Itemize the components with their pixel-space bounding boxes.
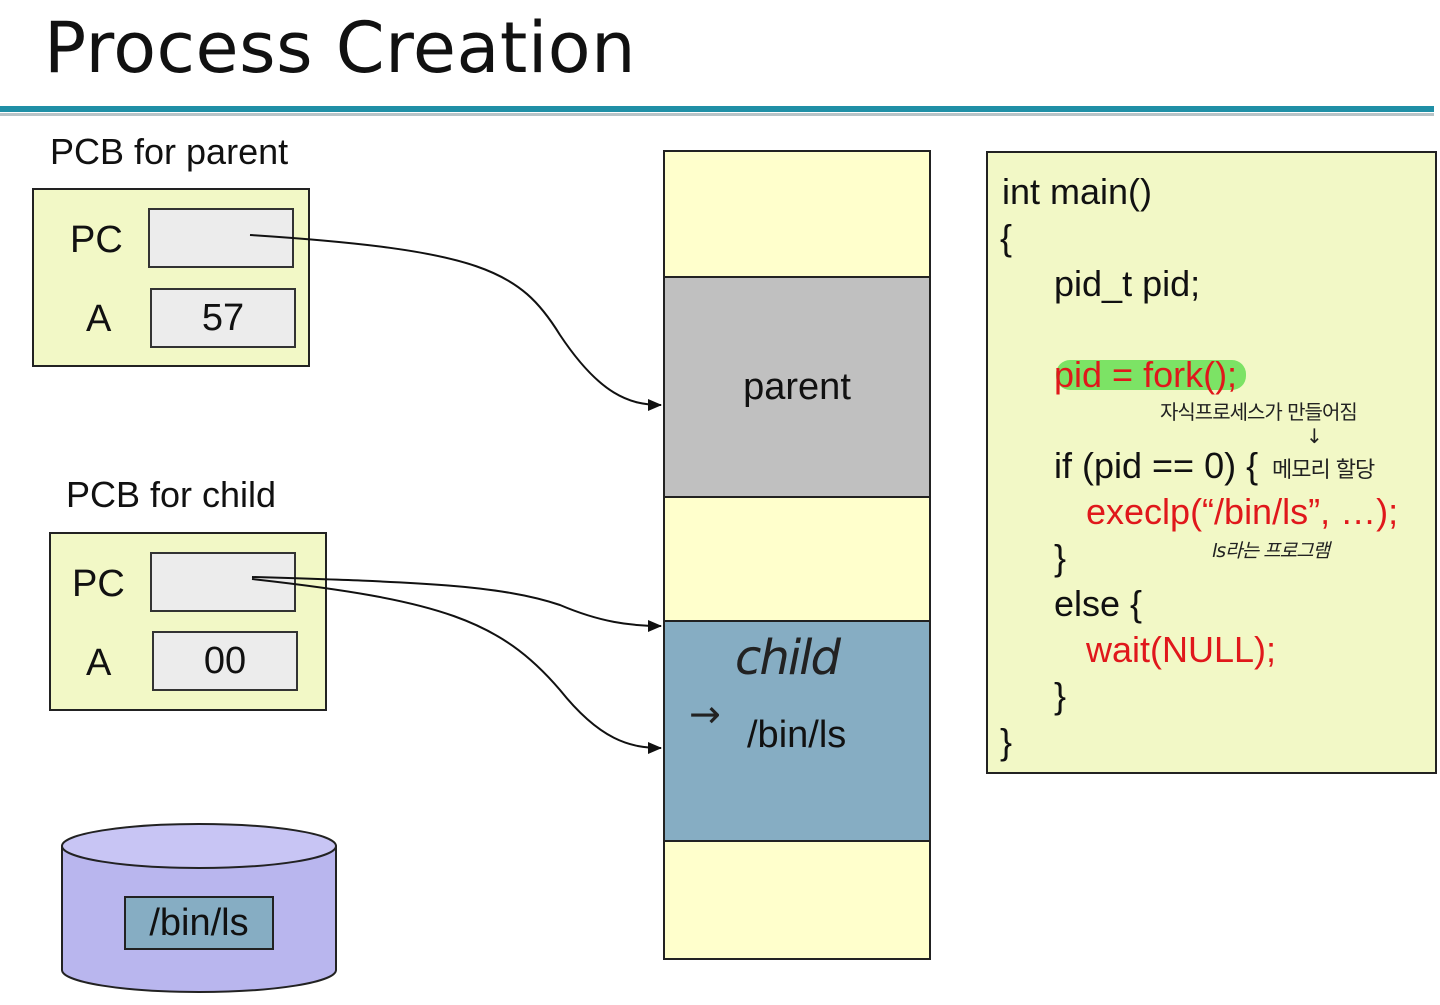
code-line-if: if (pid == 0) { [1054, 445, 1259, 486]
memory-segment-free-top [665, 152, 929, 278]
code-line-open-brace: { [1000, 217, 1013, 258]
disk-program-box: /bin/ls [124, 896, 274, 950]
memory-child-arrow-annotation: → [689, 692, 721, 736]
code-box [986, 151, 1437, 774]
title-underline [0, 106, 1434, 112]
annotation-child-created: 자식프로세스가 만들어짐 [1160, 400, 1358, 424]
pcb-child-a-label: A [86, 642, 112, 684]
child-pc-arrow-lower [251, 578, 662, 754]
pcb-parent-label: PCB for parent [50, 131, 289, 172]
code-line-fork: pid = fork(); [1054, 354, 1238, 395]
code-line-main: int main() [1002, 171, 1153, 212]
child-pc-arrow-upper [251, 576, 662, 632]
memory-segment-free-middle [665, 498, 929, 622]
code-line-else-close: } [1054, 675, 1067, 716]
annotation-memory-alloc: 메모리 할당 [1272, 458, 1375, 483]
memory-child-annotation: child [735, 630, 841, 686]
memory-parent-label: parent [743, 365, 851, 408]
memory-segment-parent: parent [665, 278, 929, 498]
title-underline-shadow [0, 113, 1434, 116]
pcb-parent-pc-label: PC [70, 219, 123, 261]
pcb-child-pc-label: PC [72, 563, 125, 605]
memory-column: parent child → /bin/ls [663, 150, 931, 960]
memory-segment-free-bottom [665, 842, 929, 958]
code-line-declare: pid_t pid; [1054, 263, 1201, 304]
memory-segment-child: child → /bin/ls [665, 622, 929, 842]
code-line-main-close: } [1000, 721, 1013, 762]
code-line-wait: wait(NULL); [1086, 629, 1277, 670]
pcb-parent-a-label: A [86, 298, 112, 340]
code-line-if-close: } [1054, 537, 1067, 578]
pcb-child-label: PCB for child [66, 474, 277, 515]
pcb-parent-a-field: 57 [150, 288, 296, 348]
pcb-child-pc-field [150, 552, 296, 612]
annotation-ls-program: ls라는 프로그램 [1212, 540, 1330, 562]
parent-pc-arrow [249, 234, 662, 411]
memory-child-label: /bin/ls [747, 714, 847, 756]
pcb-child-a-field: 00 [152, 631, 298, 691]
fork-highlight [1056, 360, 1246, 390]
code-line-else: else { [1054, 583, 1143, 624]
code-line-execlp: execlp(“/bin/ls”, …); [1086, 491, 1399, 532]
page-title: Process Creation [44, 7, 636, 89]
annotation-down-arrow: ↓ [1306, 424, 1323, 448]
